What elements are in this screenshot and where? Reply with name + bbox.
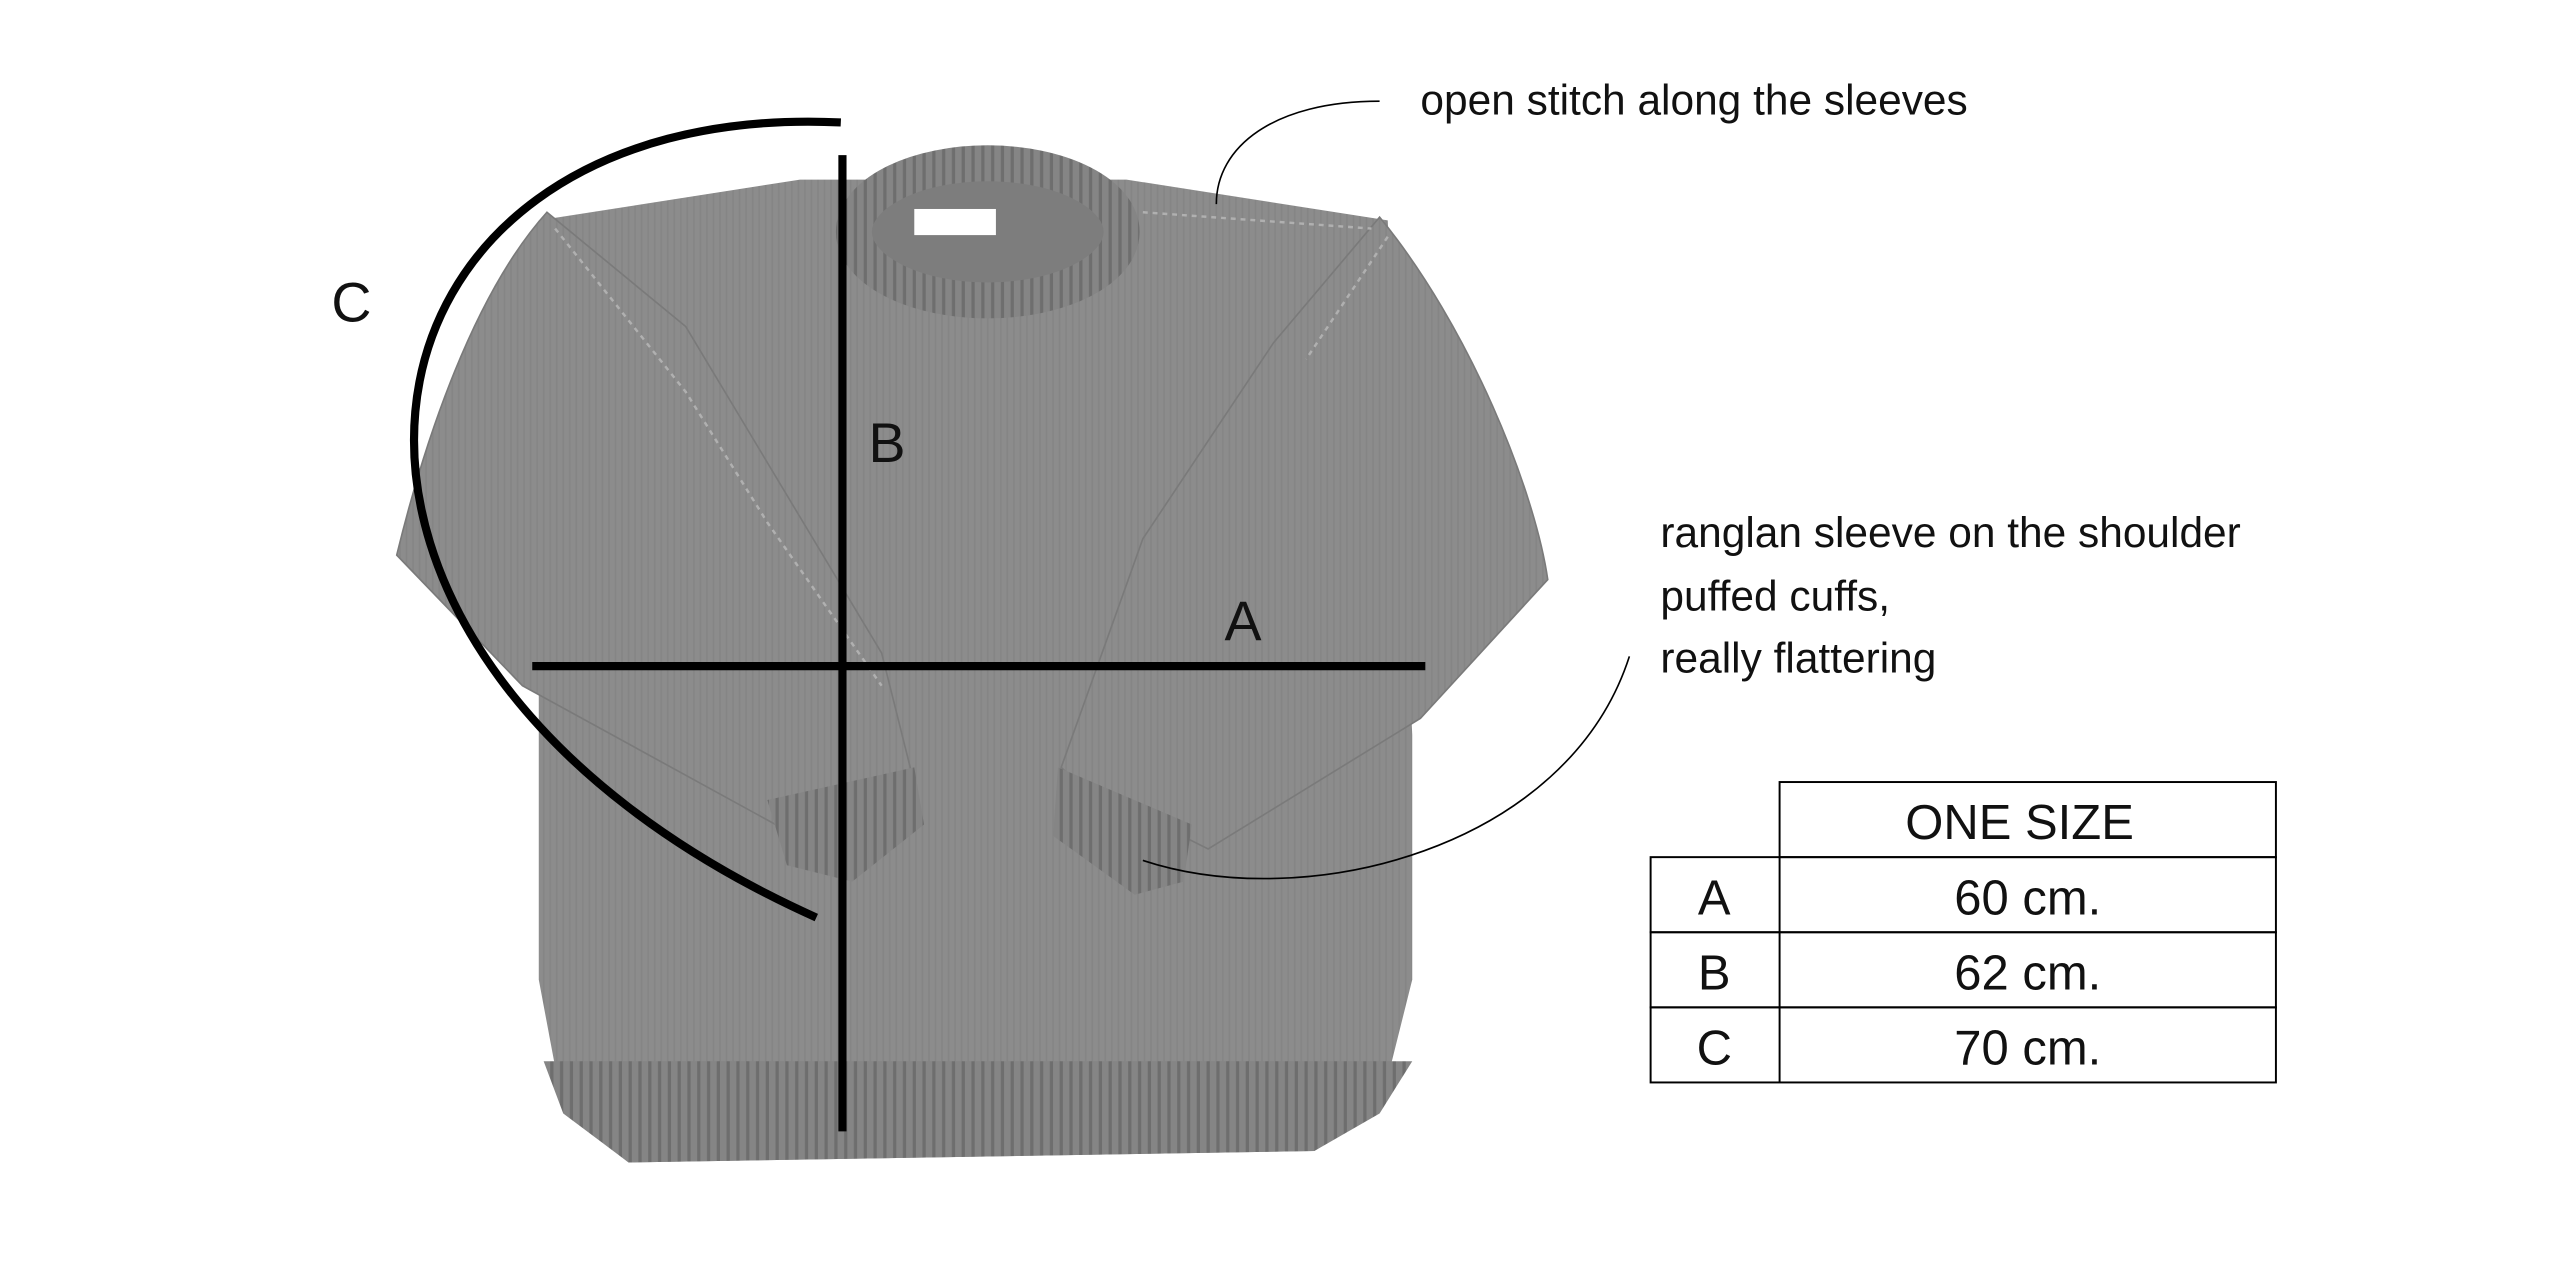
size-row-value: 70 cm. xyxy=(1954,1021,2101,1075)
label-a: A xyxy=(1224,590,1261,652)
size-row-value: 60 cm. xyxy=(1954,871,2101,925)
label-b: B xyxy=(869,412,906,474)
hem-ribbing xyxy=(543,1061,1413,1163)
measure-arc-c xyxy=(409,117,842,922)
size-row-value: 62 cm. xyxy=(1954,946,2101,1000)
annotation-raglan-1: ranglan sleeve on the shoulder xyxy=(1660,509,2240,556)
callout-line-raglan xyxy=(1142,656,1631,880)
right-cuff xyxy=(1053,767,1192,895)
size-row-label: B xyxy=(1698,946,1731,1000)
right-sleeve xyxy=(1060,215,1549,850)
label-c: C xyxy=(331,272,371,334)
sweater-body xyxy=(538,179,1413,1163)
open-stitch-detail xyxy=(554,211,1389,687)
collar-label xyxy=(914,208,996,236)
annotation-raglan-2: puffed cuffs, xyxy=(1660,573,1890,620)
size-row-label: C xyxy=(1697,1021,1732,1075)
size-table-header: ONE SIZE xyxy=(1905,796,2134,850)
size-table xyxy=(1649,781,2277,1084)
measurement-lines xyxy=(409,117,1426,1132)
callout-line-open-stitch xyxy=(1215,100,1380,205)
sweater-photo xyxy=(395,145,1549,1163)
annotation-raglan-3: really flattering xyxy=(1660,635,1936,682)
annotation-open-stitch: open stitch along the sleeves xyxy=(1420,76,1967,123)
size-row-label: A xyxy=(1698,871,1731,925)
